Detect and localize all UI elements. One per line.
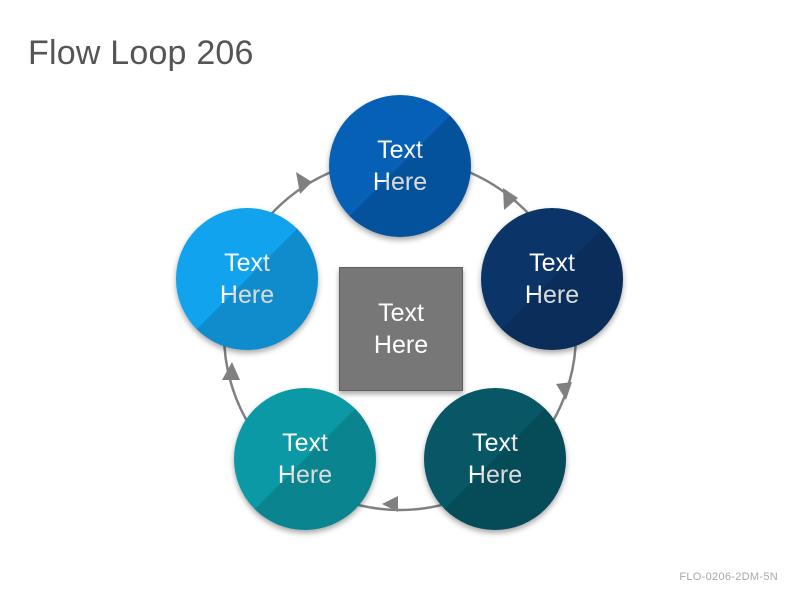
flow-node-lower-right: Text Here bbox=[424, 388, 566, 530]
loop-arrow-top-left bbox=[296, 172, 312, 194]
flow-node-label: Text Here bbox=[467, 429, 523, 489]
flow-node-top: Text Here bbox=[329, 95, 471, 237]
page-title: Flow Loop 206 bbox=[28, 34, 254, 72]
footer-code: FLO-0206-2DM-5N bbox=[679, 571, 778, 583]
flow-node-label: Text Here bbox=[524, 249, 580, 309]
center-box: Text Here bbox=[339, 267, 463, 391]
flow-node-left: Text Here bbox=[176, 208, 318, 350]
flow-node-label: Text Here bbox=[219, 249, 275, 309]
loop-arrow-left-bottom bbox=[222, 362, 240, 380]
flow-node-right: Text Here bbox=[481, 208, 623, 350]
flow-node-label: Text Here bbox=[372, 136, 428, 196]
loop-arrow-top-right bbox=[503, 188, 518, 210]
flow-node-label: Text Here bbox=[277, 429, 333, 489]
flow-node-lower-left: Text Here bbox=[234, 388, 376, 530]
loop-arrow-right-bottom bbox=[556, 382, 572, 400]
center-box-label: Text Here bbox=[373, 299, 429, 359]
loop-arrow-bottom bbox=[382, 496, 398, 512]
